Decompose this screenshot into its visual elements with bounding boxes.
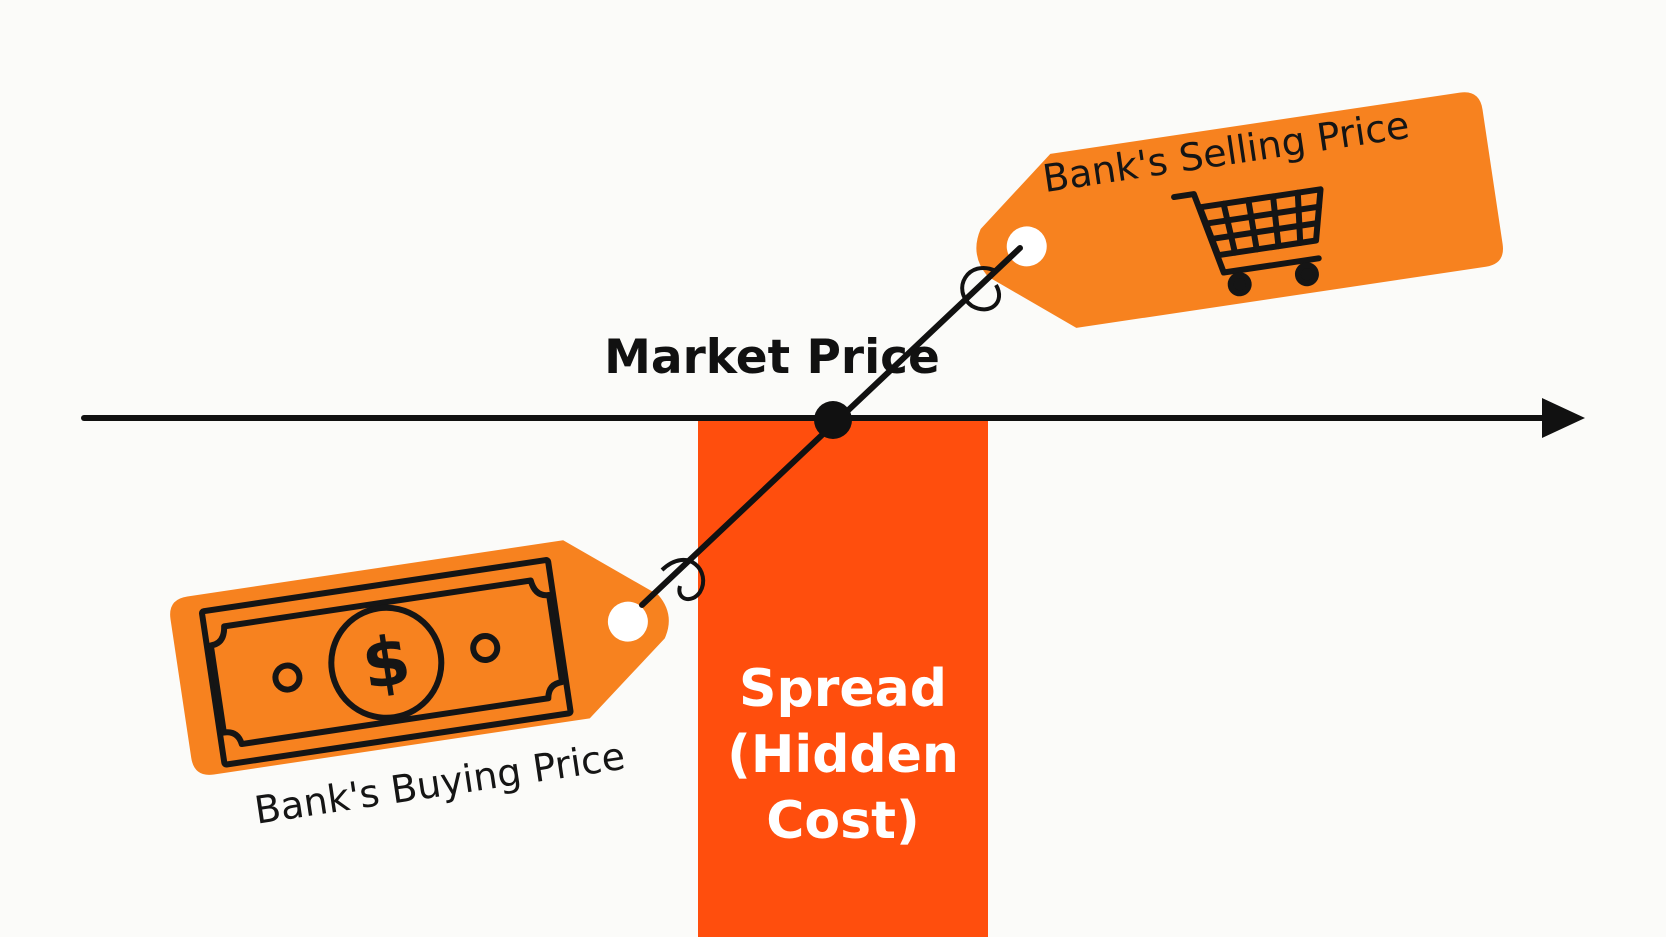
buying-price-tag: $ Bank's Buying Price	[170, 540, 669, 833]
price-axis-arrowhead	[1542, 398, 1585, 438]
spread-label-line1: Spread	[739, 659, 947, 719]
market-price-point	[814, 401, 852, 439]
shopping-cart-icon	[1171, 186, 1324, 297]
buying-tag-string-loop	[660, 557, 706, 602]
market-price-label: Market Price	[604, 330, 940, 385]
spread-label-line2: (Hidden	[727, 725, 959, 785]
dollar-sign-glyph: $	[357, 621, 415, 706]
selling-tag-string-loop	[960, 266, 1001, 312]
spread-label-line3: Cost)	[766, 791, 919, 851]
selling-tag-hole	[1006, 226, 1047, 267]
buying-tag-hole	[607, 601, 648, 642]
selling-price-tag: Bank's Selling Price	[976, 92, 1503, 328]
selling-tag-body	[976, 92, 1503, 328]
dollar-bill-icon: $	[198, 557, 574, 768]
